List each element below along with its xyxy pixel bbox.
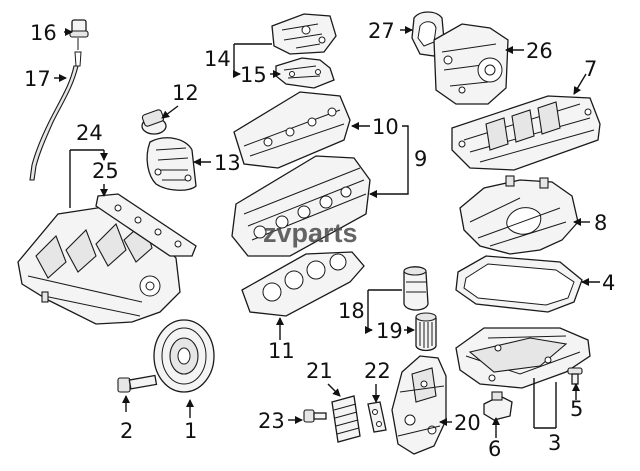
callout-24: 24 [76,121,103,145]
bed-plate-part [451,95,601,171]
drain-plug-part [567,367,583,385]
crankshaft-pulley-part [153,319,215,393]
callout-17: 17 [24,67,51,91]
callout-20: 20 [454,411,481,435]
callout-12: 12 [172,81,199,105]
front-housing-part [433,23,509,105]
timing-cover-part [146,137,197,191]
oil-filler-cap-part [69,19,89,38]
callout-23: 23 [258,409,285,433]
cover-gasket-part [275,57,335,89]
pulley-bolt-part [117,374,158,393]
oil-level-sensor-part [483,391,513,421]
callout-4: 4 [602,271,615,295]
callout-9: 9 [414,147,427,171]
callout-10: 10 [372,115,399,139]
oil-pan-gasket-part [455,255,583,313]
callout-3: 3 [548,431,561,455]
cylinder-head-part [231,155,371,257]
oil-cooler-part [331,395,361,443]
callout-18: 18 [338,299,365,323]
callout-labels: 16 17 12 13 14 15 27 26 7 10 9 8 4 5 6 3… [24,19,615,461]
oil-filter-bracket-part [391,355,447,455]
valve-cover-part [233,91,351,169]
callout-8: 8 [594,211,607,235]
callout-27: 27 [368,19,395,43]
callout-2: 2 [120,419,133,443]
callout-26: 26 [526,39,553,63]
upper-cover-part [271,13,337,55]
head-gasket-part [241,251,365,317]
baffle-plate-part [459,175,579,255]
cooler-gasket-part [367,401,387,433]
callout-7: 7 [584,57,597,81]
callout-19: 19 [376,319,403,343]
callout-13: 13 [214,151,241,175]
callout-21: 21 [306,359,333,383]
callout-11: 11 [268,339,295,363]
dipstick-part [29,38,82,181]
callout-14: 14 [204,47,231,71]
oil-filter-housing-part [403,266,429,311]
oil-filter-element-part [415,312,437,352]
callout-15: 15 [240,63,267,87]
intake-gasket-part [95,193,197,257]
callout-5: 5 [570,397,583,421]
callout-22: 22 [364,359,391,383]
callout-25: 25 [92,159,119,183]
cooler-bolt-part [303,409,327,423]
watermark-text: zvparts [263,218,358,248]
oil-cap-part [141,109,167,135]
callout-1: 1 [184,419,197,443]
lower-oil-pan-part [455,327,591,389]
leader-lines [54,26,600,438]
callout-16: 16 [30,21,57,45]
callout-6: 6 [488,437,501,461]
